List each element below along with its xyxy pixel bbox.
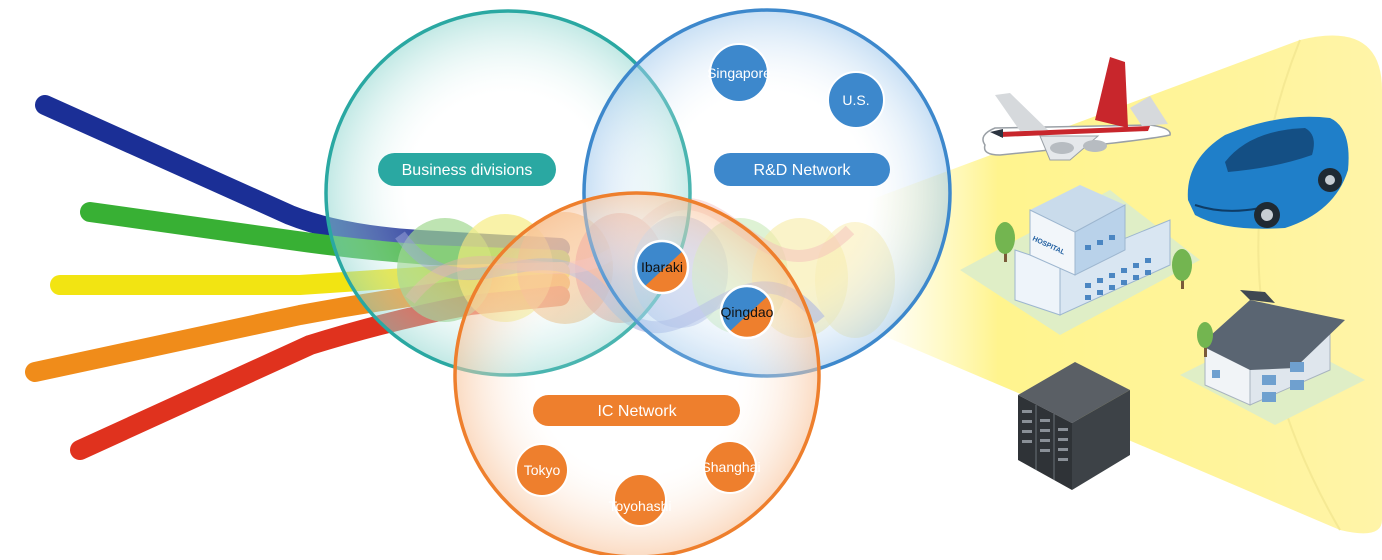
- hospital-icon: HOSPITAL: [960, 185, 1200, 335]
- server-rack-icon: [1018, 362, 1130, 490]
- svg-text:U.S.: U.S.: [842, 92, 869, 108]
- airplane-icon: [982, 57, 1171, 161]
- house-icon: [1180, 290, 1365, 425]
- node-qingdao: Qingdao: [719, 284, 775, 340]
- node-ibaraki: Ibaraki: [634, 239, 690, 295]
- car-icon: [1187, 116, 1349, 229]
- node-shanghai: Shanghai: [701, 440, 761, 494]
- node-tokyo: Tokyo: [515, 443, 569, 497]
- tree-icon: [1172, 249, 1192, 289]
- business-divisions-label: Business divisions: [402, 162, 533, 179]
- tree-icon: [995, 222, 1015, 262]
- business-divisions-pill: Business divisions: [378, 153, 556, 186]
- svg-text:Shanghai: Shanghai: [701, 459, 760, 475]
- svg-text:Singapore: Singapore: [707, 65, 771, 81]
- ic-network-pill: IC Network: [533, 395, 740, 426]
- rnd-network-pill: R&D Network: [714, 153, 890, 186]
- tree-icon: [1197, 322, 1213, 357]
- ic-network-label: IC Network: [597, 403, 677, 420]
- svg-text:Toyohashi: Toyohashi: [608, 498, 671, 514]
- node-singapore: Singapore: [707, 43, 771, 103]
- svg-text:Qingdao: Qingdao: [721, 304, 774, 320]
- svg-text:Tokyo: Tokyo: [524, 462, 561, 478]
- rnd-network-label: R&D Network: [754, 162, 852, 179]
- svg-text:Ibaraki: Ibaraki: [641, 259, 683, 275]
- node-toyohashi: Toyohashi: [608, 473, 672, 527]
- node-us: U.S.: [827, 71, 885, 129]
- beam-edge: [1257, 39, 1341, 531]
